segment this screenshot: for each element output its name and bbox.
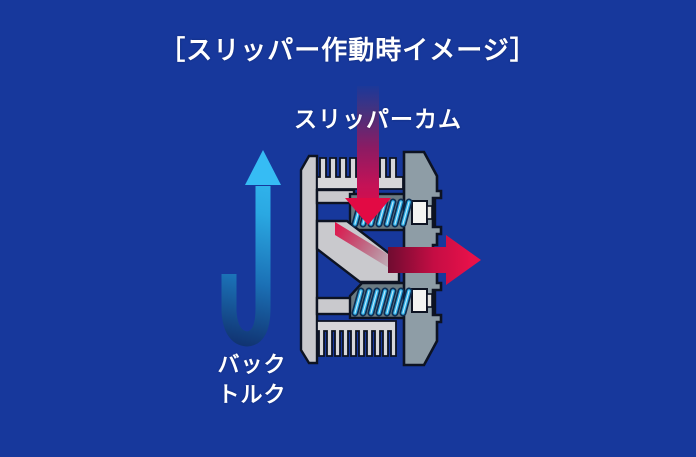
spring-plunger-nub-lower	[426, 293, 433, 308]
cam-force-slide-strip	[335, 222, 399, 274]
back-torque-label-line1: バック	[217, 352, 287, 377]
friction-teeth-bottom	[316, 320, 397, 357]
back-torque-label-line2: トルク	[217, 382, 287, 407]
cam-force-arrow-head	[345, 198, 391, 225]
back-torque-arrow-tail	[221, 186, 271, 347]
spring-plunger-upper	[411, 200, 428, 225]
drive-force-arrow-head	[446, 235, 481, 285]
hub-lower-arm	[315, 296, 356, 316]
slipper-cam-label: スリッパーカム	[294, 106, 462, 132]
spring-coils-lower	[351, 287, 413, 317]
back-torque-label: バック トルク	[217, 350, 286, 410]
back-torque-arrow-icon	[221, 150, 281, 347]
cam-force-arrow-shaft	[357, 86, 379, 200]
spring-plunger-nub-upper	[426, 205, 433, 220]
drive-force-arrow-icon	[388, 235, 481, 285]
left-pressure-plate	[299, 154, 319, 365]
drive-force-arrow-shaft	[388, 247, 446, 273]
page-title: ［スリッパー作動時イメージ］	[159, 35, 537, 65]
back-torque-arrow-head	[245, 150, 281, 185]
spring-lower-icon	[351, 287, 433, 317]
spring-plunger-lower	[411, 288, 428, 313]
cam-force-arrow-icon	[335, 86, 399, 274]
